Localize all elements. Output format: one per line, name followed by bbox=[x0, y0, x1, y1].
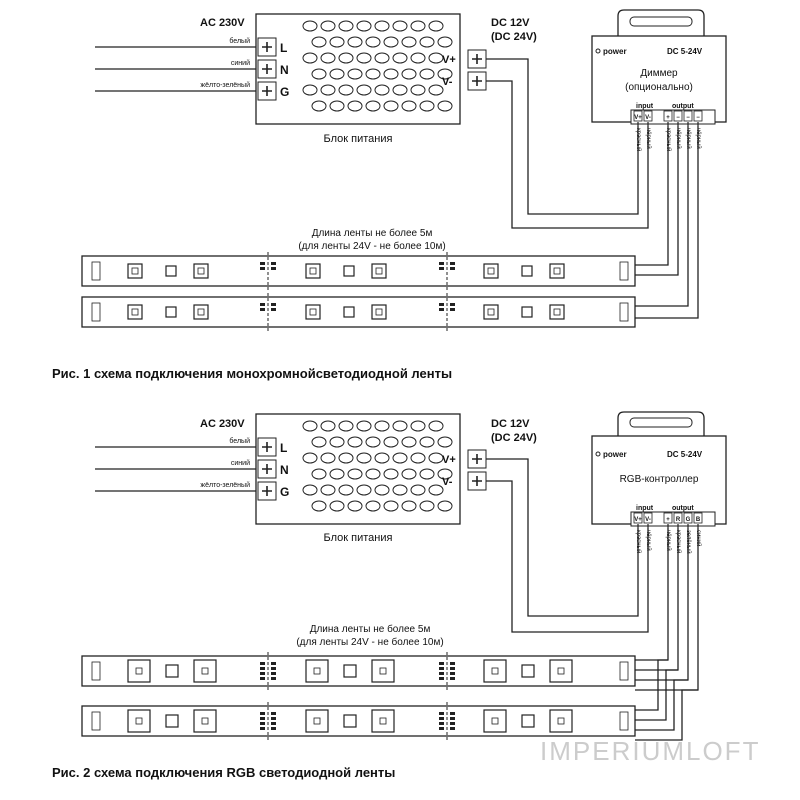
terminal-N: N bbox=[280, 463, 289, 477]
controller-pin-label: − bbox=[686, 115, 690, 121]
controller-pin-label: + bbox=[666, 115, 670, 121]
watermark-logo: IMPERIUMLOFT bbox=[540, 736, 760, 766]
diagram-1-wiring bbox=[486, 58, 699, 319]
strip-length-note: Длина ленты не более 5м bbox=[312, 227, 433, 239]
strip-length-note-24v: (для ленты 24V - не более 10м) bbox=[298, 240, 445, 252]
controller-pin-label: − bbox=[676, 115, 680, 121]
resistor bbox=[343, 306, 355, 318]
resistor bbox=[521, 306, 533, 318]
wire-label-yellow-green: жёлто-зелёный bbox=[200, 81, 250, 89]
wire-label-yellow-green: жёлто-зелёный bbox=[200, 481, 250, 489]
dimmer-power-label: power bbox=[603, 47, 627, 56]
resistor bbox=[521, 714, 535, 728]
wire-label-white: белый bbox=[229, 437, 250, 445]
strip-length-note: Длина ленты не более 5м bbox=[310, 623, 431, 635]
diagram-1: AC 230V белый синий жёлто-зелёный L N G bbox=[52, 9, 727, 381]
diagram-2: AC 230V белый синий жёлто-зелёный L N G … bbox=[52, 411, 727, 780]
terminal-V-minus: V- bbox=[442, 76, 453, 88]
dimmer-title: Диммер bbox=[640, 68, 678, 79]
controller-pin-label: G bbox=[686, 517, 691, 523]
rgb-controller-title: RGB-контроллер bbox=[620, 474, 699, 485]
resistor bbox=[165, 265, 177, 277]
rgb-power-label: power bbox=[603, 450, 627, 459]
dc-output-label: DC 12V bbox=[491, 418, 530, 430]
controller-pin-label: V+ bbox=[634, 115, 642, 121]
resistor bbox=[165, 306, 177, 318]
resistor bbox=[165, 714, 179, 728]
resistor bbox=[521, 265, 533, 277]
dimmer-subtitle: (опционально) bbox=[625, 82, 693, 93]
resistor bbox=[343, 265, 355, 277]
terminal-G: G bbox=[280, 485, 289, 499]
controller-pin-label: V+ bbox=[634, 517, 642, 523]
wire-label-blue: синий bbox=[231, 459, 250, 467]
power-supply-vents bbox=[302, 20, 453, 112]
rgb-output-label: output bbox=[672, 505, 694, 512]
dimmer-output-label: output bbox=[672, 103, 694, 110]
wire-label-white: белый bbox=[229, 37, 250, 45]
psu-input-terminals bbox=[257, 437, 277, 501]
dimmer-controller bbox=[591, 9, 727, 125]
terminal-V-plus: V+ bbox=[442, 54, 456, 66]
terminal-G: G bbox=[280, 85, 289, 99]
power-supply-vents bbox=[302, 420, 453, 512]
psu-output-terminals bbox=[467, 449, 487, 491]
terminal-L: L bbox=[280, 41, 287, 55]
rgb-voltage-range: DC 5-24V bbox=[667, 450, 703, 459]
led-strip bbox=[81, 705, 636, 737]
rgb-input-label: input bbox=[636, 505, 654, 512]
controller-pin-label: + bbox=[666, 517, 670, 523]
dimmer-pins: V+V-+−−− bbox=[633, 110, 703, 126]
strip-length-note-24v: (для ленты 24V - не более 10м) bbox=[296, 636, 443, 648]
psu-caption: Блок питания bbox=[324, 133, 393, 145]
dc-output-label-alt: (DC 24V) bbox=[491, 432, 537, 444]
psu-output-terminals bbox=[467, 49, 487, 91]
controller-pin-label: B bbox=[696, 517, 701, 523]
resistor bbox=[521, 664, 535, 678]
figure-2-caption: Рис. 2 схема подключения RGB светодиодно… bbox=[52, 765, 395, 780]
dimmer-input-label: input bbox=[636, 103, 654, 110]
dimmer-voltage-range: DC 5-24V bbox=[667, 47, 703, 56]
dc-output-label: DC 12V bbox=[491, 17, 530, 29]
figure-1-caption: Рис. 1 схема подключения монохромнойсвет… bbox=[52, 366, 452, 381]
ac-input-label: AC 230V bbox=[200, 418, 245, 430]
resistor bbox=[165, 664, 179, 678]
wire-label-blue: синий bbox=[231, 59, 250, 67]
rgb-controller bbox=[591, 411, 727, 527]
terminal-V-minus: V- bbox=[442, 476, 453, 488]
controller-pin-label: − bbox=[696, 115, 700, 121]
resistor bbox=[343, 664, 357, 678]
controller-pin-label: V- bbox=[645, 115, 651, 121]
controller-pin-label: V- bbox=[645, 517, 651, 523]
psu-input-terminals bbox=[257, 37, 277, 101]
resistor bbox=[343, 714, 357, 728]
rgb-led-strips bbox=[81, 652, 636, 740]
ac-input-label: AC 230V bbox=[200, 17, 245, 29]
psu-caption: Блок питания bbox=[324, 532, 393, 544]
dc-output-label-alt: (DC 24V) bbox=[491, 31, 537, 43]
mono-led-strips bbox=[81, 252, 636, 331]
terminal-L: L bbox=[280, 441, 287, 455]
diagram-2-wiring bbox=[486, 458, 699, 741]
controller-pin-label: R bbox=[676, 517, 681, 523]
terminal-N: N bbox=[280, 63, 289, 77]
terminal-V-plus: V+ bbox=[442, 454, 456, 466]
